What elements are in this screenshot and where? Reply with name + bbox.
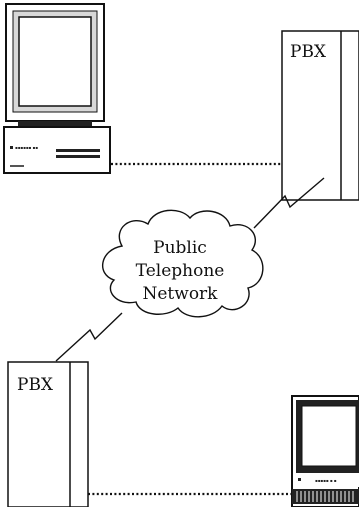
pbx-top-label: PBX — [290, 42, 327, 62]
cloud-line-3: Network — [143, 284, 219, 304]
brand-text: ▪▪▪▪▪▪ ▪▪ — [15, 145, 38, 150]
pbx-bottom-label: PBX — [17, 375, 54, 395]
cloud-line-1: Public — [153, 238, 207, 258]
compact-computer-icon: ▪▪▪▪▪ ▪ ▪ — [291, 395, 359, 507]
public-telephone-network-cloud: Public Telephone Network — [101, 209, 264, 318]
lightning-link-bottom — [55, 312, 123, 362]
brand-text-bottom: ▪▪▪▪▪ ▪ ▪ — [315, 478, 337, 483]
cloud-line-2: Telephone — [136, 261, 225, 281]
desktop-computer-icon: ▪▪▪▪▪▪ ▪▪ — [3, 3, 111, 174]
pbx-top: PBX — [281, 30, 359, 201]
lightning-link-top — [253, 177, 325, 229]
pbx-bottom: PBX — [7, 361, 89, 507]
